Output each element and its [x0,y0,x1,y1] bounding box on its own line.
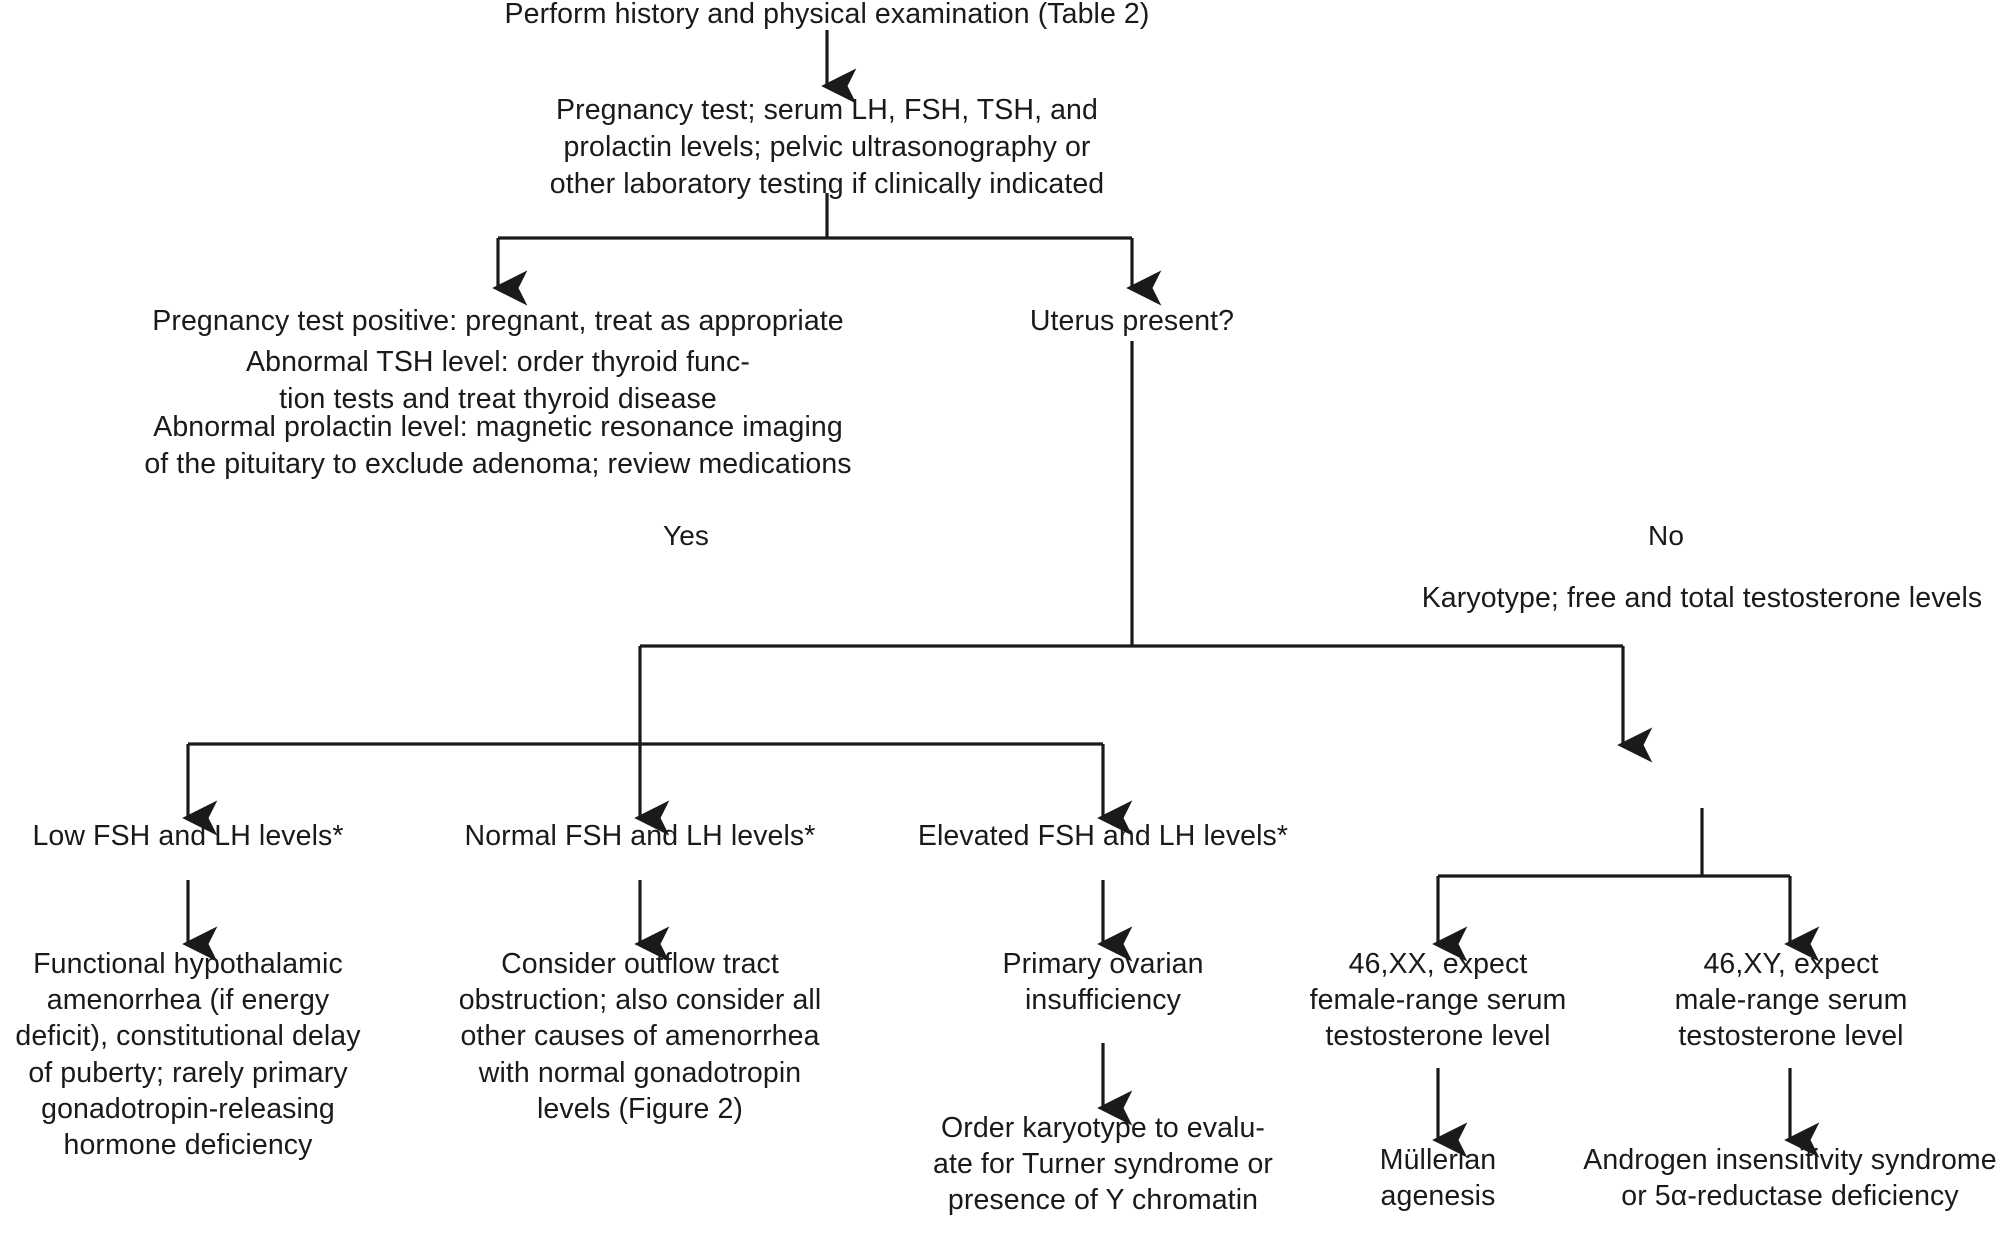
node-xy-outcome: Androgen insensitivity syndrome or 5α-re… [1583,1144,1997,1213]
node-normal-fsh-lh: Normal FSH and LH levels* [464,820,816,852]
node-abnormal-result-tsh: Abnormal TSH level: order thyroid func- … [246,346,750,416]
edge-label-no: No [1648,520,1684,551]
node-low-fsh-outcome: Functional hypothalamic amenorrhea (if e… [15,948,361,1161]
node-karyotype-46xy: 46,XY, expect male-range serum testoster… [1674,948,1908,1053]
node-elevated-fsh-outcome: Primary ovarian insufficiency [1002,948,1204,1017]
node-initial-workup: Pregnancy test; serum LH, FSH, TSH, and … [549,94,1105,201]
node-xx-outcome: Müllerian agenesis [1379,1144,1497,1213]
node-abnormal-result-prolactin: Abnormal prolactin level: magnetic reson… [144,411,852,481]
node-karyotype-46xx: 46,XX, expect female-range serum testost… [1309,948,1567,1053]
node-uterus-present: Uterus present? [1029,305,1235,337]
node-elevated-fsh-lh: Elevated FSH and LH levels* [917,820,1289,852]
node-low-fsh-lh: Low FSH and LH levels* [32,820,344,852]
node-normal-fsh-outcome: Consider outflow tract obstruction; also… [458,948,822,1125]
node-start: Perform history and physical examination… [504,0,1150,30]
node-karyotype-testing: Karyotype; free and total testosterone l… [1421,582,1983,614]
node-elevated-followup: Order karyotype to evalu- ate for Turner… [933,1112,1273,1217]
edge-label-yes: Yes [663,520,709,551]
node-abnormal-result-pregnancy: Pregnancy test positive: pregnant, treat… [152,305,844,337]
